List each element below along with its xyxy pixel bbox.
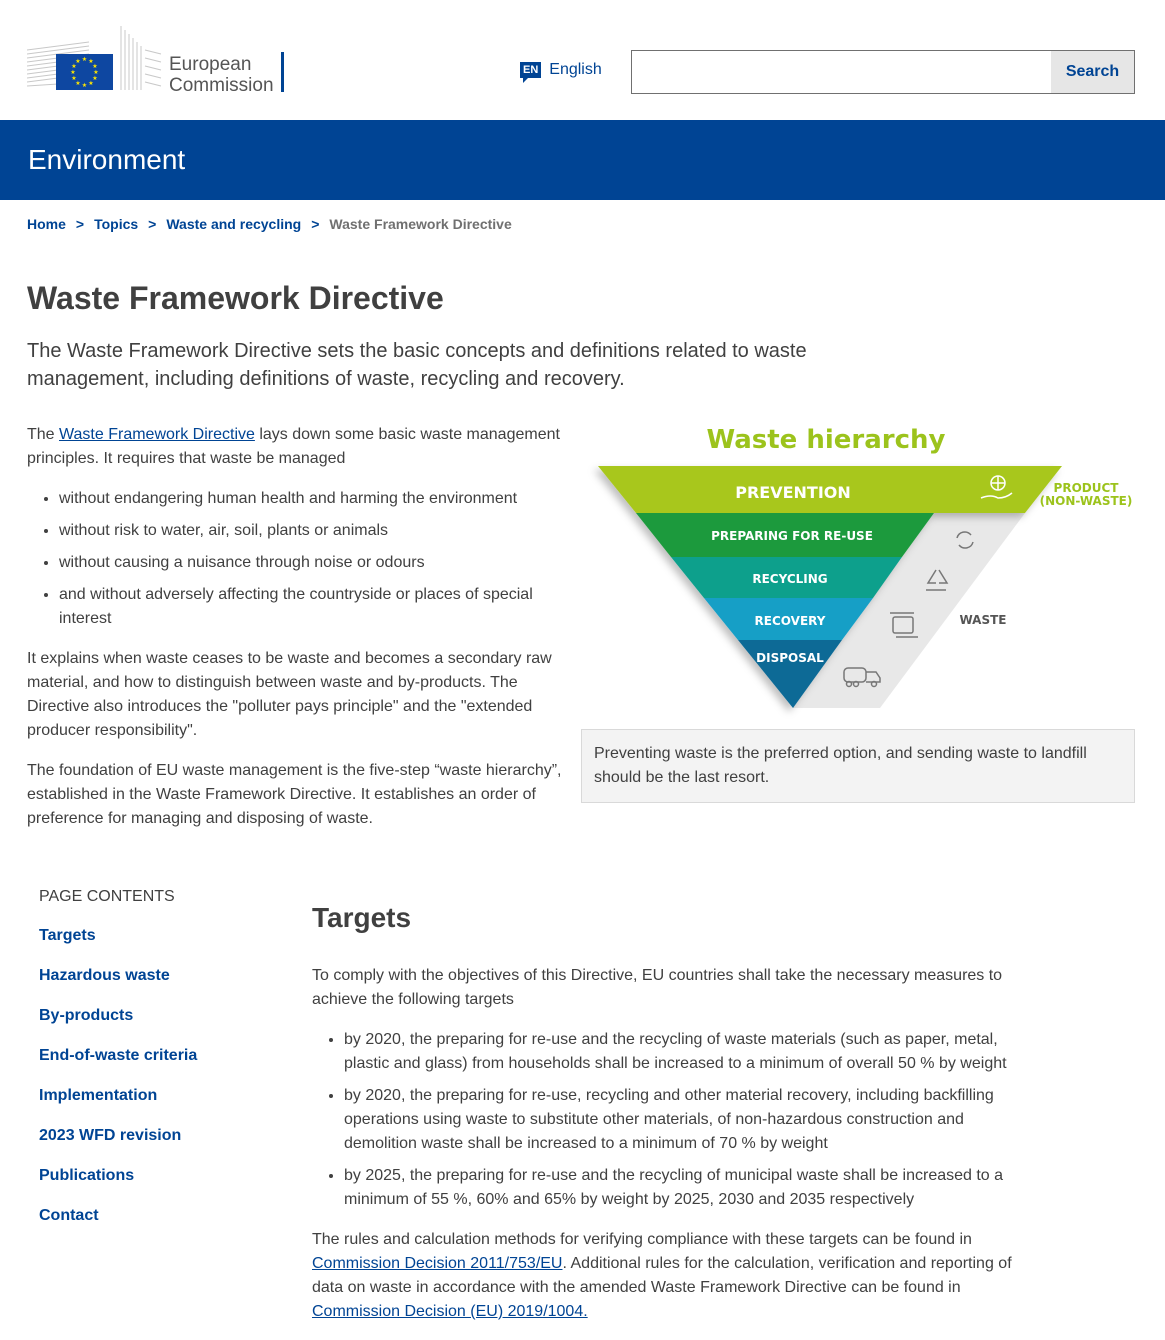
wfd-link[interactable]: Waste Framework Directive: [59, 426, 255, 443]
toc-wfd-revision[interactable]: 2023 WFD revision: [39, 1127, 182, 1144]
svg-text:★: ★: [93, 69, 98, 76]
svg-text:★: ★: [88, 58, 93, 65]
list-item: by 2020, the preparing for re-use and th…: [344, 1028, 1022, 1076]
waste-band: [793, 513, 1025, 708]
paragraph: The rules and calculation methods for ve…: [312, 1228, 1022, 1324]
truck-icon: [843, 667, 881, 688]
breadcrumb-topics[interactable]: Topics: [94, 216, 139, 232]
level-recycling: RECYCLING: [752, 572, 827, 586]
page-contents-heading: PAGE CONTENTS: [39, 888, 175, 905]
breadcrumb-waste[interactable]: Waste and recycling: [166, 216, 302, 232]
ec-logo[interactable]: ★★★★★★★★★★★★ European Commission: [26, 24, 297, 96]
level-disposal: DISPOSAL: [756, 651, 824, 665]
waste-label: WASTE: [959, 613, 1006, 627]
non-waste-label: (NON-WASTE): [1040, 494, 1133, 508]
language-selector[interactable]: EN English: [520, 61, 602, 83]
svg-text:★: ★: [92, 63, 97, 70]
svg-text:★: ★: [71, 75, 76, 82]
breadcrumb-home[interactable]: Home: [27, 216, 66, 232]
svg-text:★: ★: [71, 63, 76, 70]
breadcrumb-current: Waste Framework Directive: [329, 216, 512, 232]
svg-text:★: ★: [70, 69, 75, 76]
intro-paragraph: The Waste Framework Directive lays down …: [27, 423, 567, 471]
svg-text:Commission: Commission: [169, 75, 274, 92]
paragraph: It explains when waste ceases to be wast…: [27, 650, 552, 739]
chevron-right-icon: >: [75, 216, 85, 232]
toc-publications[interactable]: Publications: [39, 1167, 135, 1184]
band-recycling: [671, 557, 902, 598]
toc-implementation[interactable]: Implementation: [39, 1087, 158, 1104]
svg-text:★: ★: [75, 80, 80, 87]
svg-text:★: ★: [88, 80, 93, 87]
list-item: without risk to water, air, soil, plants…: [59, 519, 567, 543]
toc-end-of-waste[interactable]: End-of-waste criteria: [39, 1047, 198, 1064]
page-contents: PAGE CONTENTS Targets Hazardous waste By…: [39, 888, 197, 1246]
list-item: by 2020, the preparing for re-use, recyc…: [344, 1084, 1022, 1156]
search-bar: Search: [631, 50, 1135, 94]
paragraph: To comply with the objectives of this Di…: [312, 967, 1003, 1008]
decision-2019-link[interactable]: Commission Decision (EU) 2019/1004.: [312, 1303, 588, 1320]
principles-list: without endangering human health and har…: [27, 487, 567, 631]
text: The: [27, 426, 60, 443]
band-prevention: [598, 466, 1062, 513]
reuse-icon: [956, 531, 974, 549]
chevron-right-icon: >: [311, 216, 320, 232]
intro-text: The Waste Framework Directive lays down …: [27, 423, 567, 847]
svg-text:★: ★: [82, 82, 87, 89]
energy-recovery-icon: [890, 612, 918, 638]
text: The rules and calculation methods for ve…: [312, 1231, 972, 1248]
language-icon: EN: [520, 62, 542, 83]
band-disposal: [738, 640, 842, 708]
toc-hazardous-waste[interactable]: Hazardous waste: [39, 967, 170, 984]
band-reuse: [636, 513, 934, 557]
targets-list: by 2020, the preparing for re-use and th…: [312, 1028, 1022, 1212]
level-reuse: PREPARING FOR RE-USE: [711, 529, 873, 543]
page-title: Waste Framework Directive: [27, 280, 444, 316]
breadcrumb: Home > Topics > Waste and recycling > Waste…: [27, 216, 512, 232]
list-item: without endangering human health and har…: [59, 487, 567, 511]
text: lays down some basic waste management pr…: [27, 426, 560, 467]
language-label: English: [549, 61, 602, 78]
svg-text:European: European: [169, 54, 251, 75]
svg-text:★: ★: [92, 75, 97, 82]
site-title[interactable]: Environment: [0, 120, 1165, 200]
toc-by-products[interactable]: By-products: [39, 1007, 134, 1024]
svg-text:★: ★: [75, 58, 80, 65]
list-item: and without adversely affecting the coun…: [59, 583, 567, 631]
decision-2011-link[interactable]: Commission Decision 2011/753/EU: [312, 1255, 563, 1272]
product-label: PRODUCT: [1054, 481, 1120, 495]
figure-title: Waste hierarchy: [706, 425, 945, 455]
toc-targets[interactable]: Targets: [39, 927, 96, 944]
band-recovery: [704, 598, 873, 640]
text: . Additional rules for the calculation, …: [312, 1255, 1012, 1296]
search-button[interactable]: Search: [1051, 51, 1134, 93]
page-lead: The Waste Framework Directive sets the b…: [27, 340, 807, 390]
recycle-icon: [926, 569, 949, 591]
level-prevention: PREVENTION: [735, 483, 851, 502]
toc-contact[interactable]: Contact: [39, 1207, 99, 1224]
paragraph: The foundation of EU waste management is…: [27, 762, 562, 827]
search-input[interactable]: [632, 51, 1051, 93]
list-item: without causing a nuisance through noise…: [59, 551, 567, 575]
figure-caption: Preventing waste is the preferred option…: [581, 729, 1135, 803]
level-recovery: RECOVERY: [755, 614, 826, 628]
targets-section: Targets To comply with the objectives of…: [312, 900, 1022, 1340]
list-item: by 2025, the preparing for re-use and th…: [344, 1164, 1022, 1212]
waste-hierarchy-figure: Waste hierarchy PREVENTION PREPARING FOR…: [581, 420, 1135, 725]
svg-text:★: ★: [82, 56, 87, 63]
targets-heading: Targets: [312, 902, 412, 933]
chevron-right-icon: >: [148, 216, 157, 232]
globe-hand-icon: [980, 475, 1013, 499]
ec-logo-graphic: ★★★★★★★★★★★★ European Commission: [26, 26, 284, 96]
